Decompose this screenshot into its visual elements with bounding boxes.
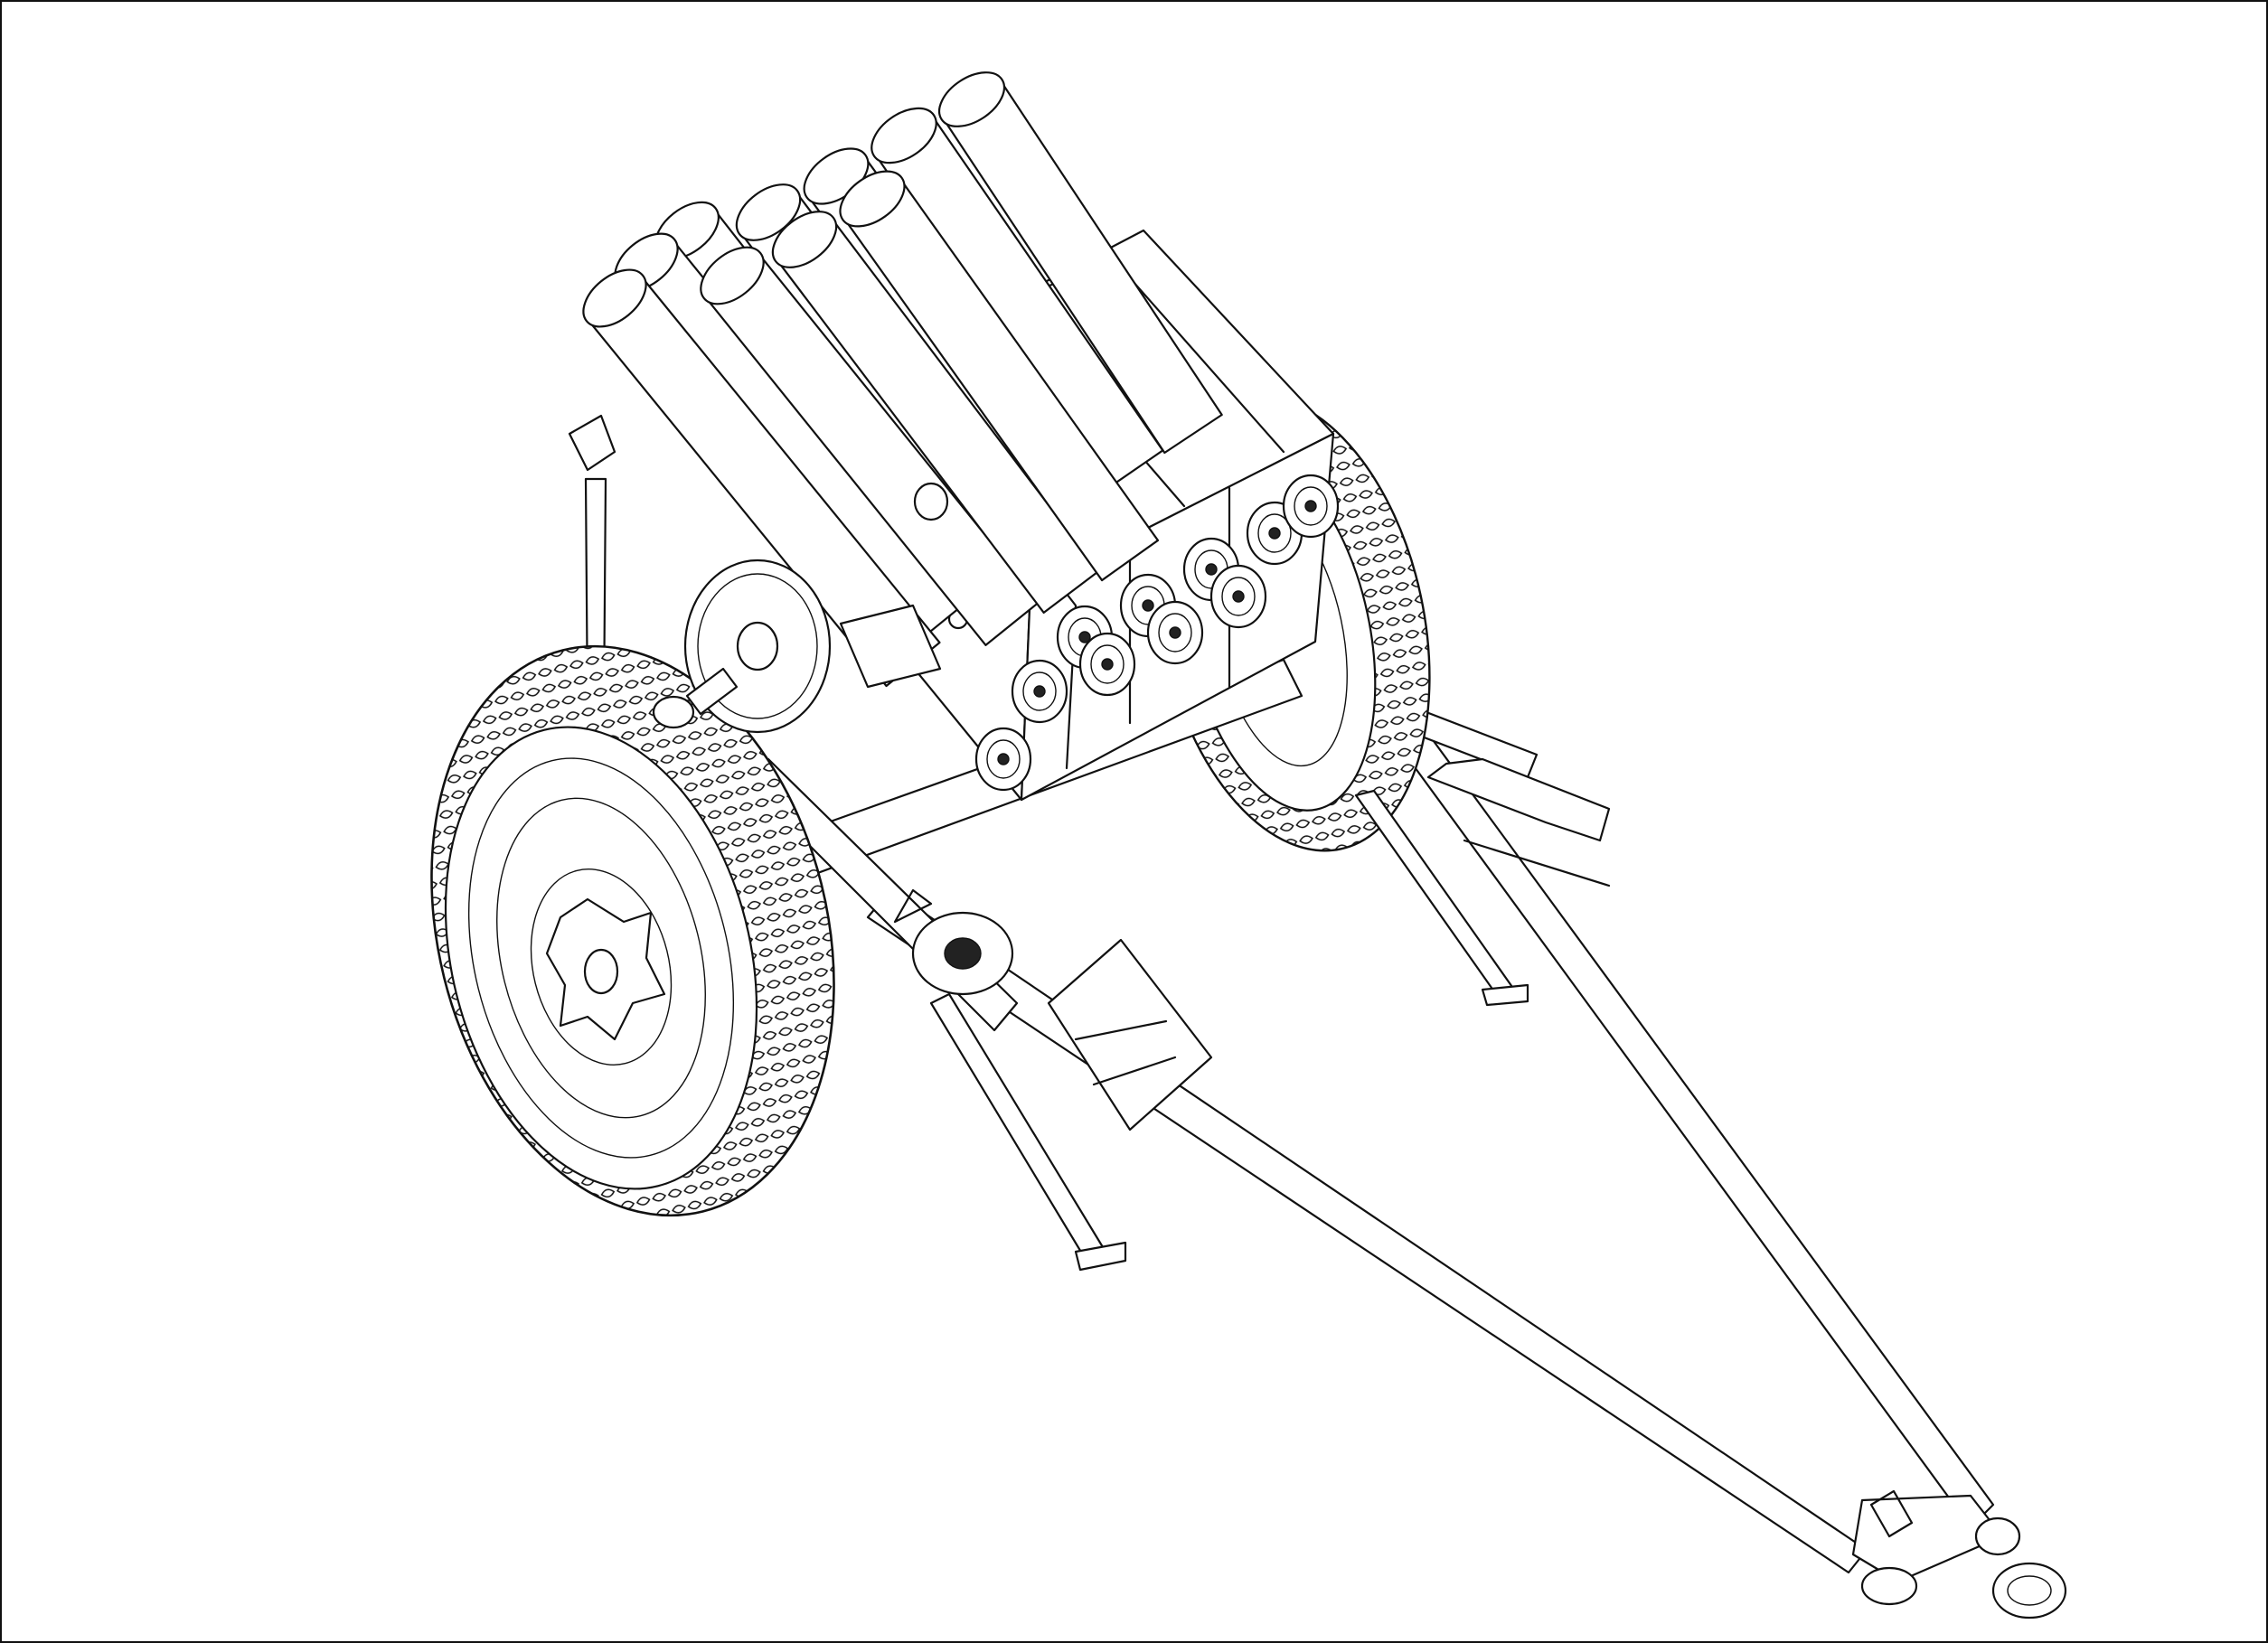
rocket-tube	[938, 71, 1223, 455]
right-stand-leg	[1354, 789, 1529, 1007]
breech-cap	[1282, 474, 1340, 539]
rocket-tube	[870, 107, 1164, 491]
breech-cap	[974, 727, 1032, 792]
breech-cap	[1209, 564, 1267, 629]
rocket-tube	[839, 170, 1160, 582]
crank-knob	[652, 695, 695, 729]
tow-eye-assembly	[1851, 1489, 2067, 1620]
tow-eye-ring	[1991, 1562, 2067, 1620]
traverse-handwheel	[893, 888, 1014, 996]
trail-spade-bracket	[1047, 938, 1213, 1131]
breech-cap	[1011, 659, 1068, 724]
left-trail-leg	[866, 888, 1868, 1574]
rocket-tube	[582, 268, 941, 688]
elevation-sector-plate	[652, 482, 949, 734]
left-stand-leg	[929, 992, 1127, 1272]
right-trail-clamp	[1426, 757, 1611, 842]
left-wheel	[430, 644, 835, 1217]
breech-cap	[1078, 632, 1136, 697]
breech-cap	[1146, 600, 1204, 665]
breech-cap-cluster	[974, 474, 1340, 792]
rocket-tube	[700, 246, 1040, 646]
rocket-tube-cluster	[582, 71, 1223, 688]
